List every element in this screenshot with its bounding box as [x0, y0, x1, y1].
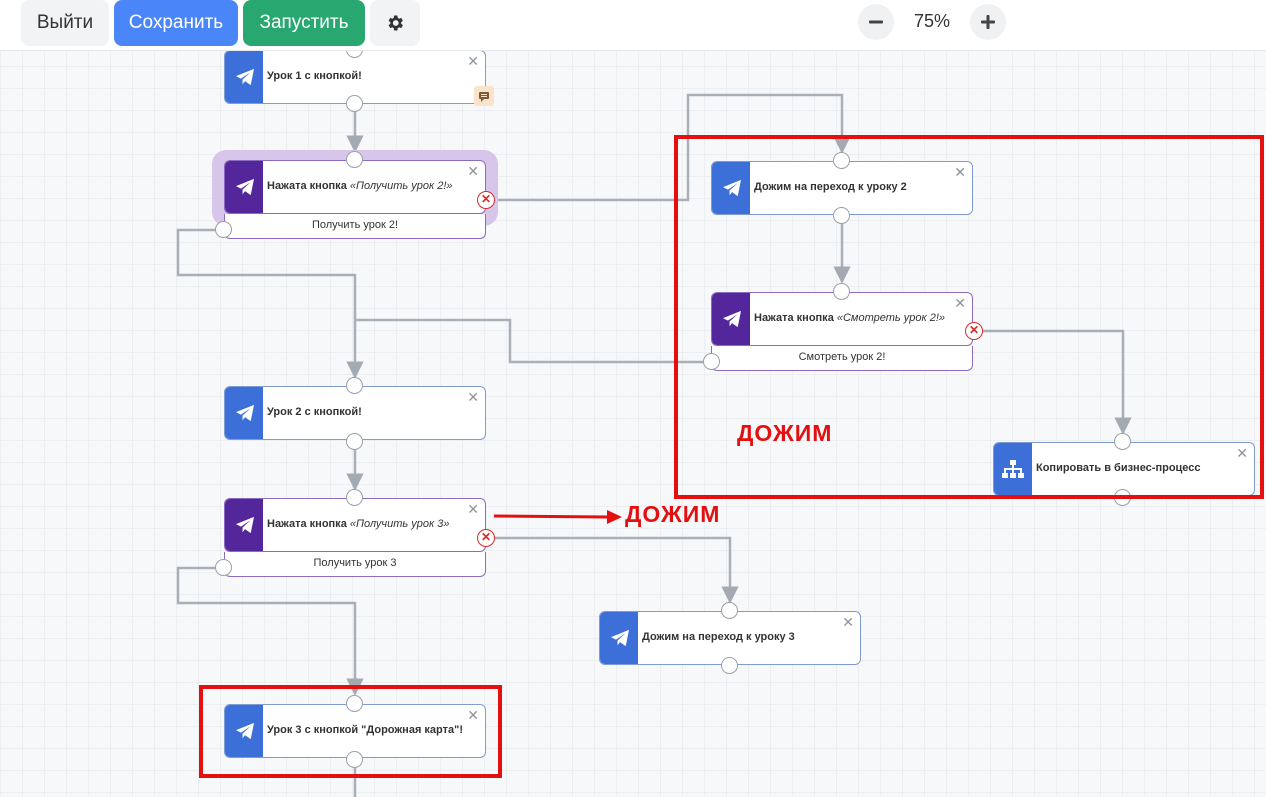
close-icon[interactable]: ✕ — [467, 53, 479, 69]
telegram-icon — [723, 310, 741, 328]
close-icon[interactable]: ✕ — [467, 501, 479, 517]
telegram-icon — [236, 404, 254, 422]
telegram-icon — [236, 178, 254, 196]
output-port[interactable] — [346, 433, 363, 450]
close-icon[interactable]: ✕ — [954, 164, 966, 180]
node-title: Урок 3 с кнопкой "Дорожная карта"! — [267, 724, 463, 736]
node-title: Нажата кнопка «Получить урок 3» — [267, 518, 450, 530]
wire-get3-to-lesson3 — [176, 566, 364, 696]
telegram-icon — [611, 629, 629, 647]
exit-button[interactable]: Выйти — [21, 0, 109, 46]
save-button[interactable]: Сохранить — [114, 0, 238, 46]
gear-icon — [388, 15, 403, 31]
node-lesson3[interactable]: Урок 3 с кнопкой "Дорожная карта"! ✕ — [224, 704, 486, 758]
button-output-port[interactable] — [215, 559, 232, 576]
input-port[interactable] — [346, 377, 363, 394]
input-port[interactable] — [346, 489, 363, 506]
settings-button[interactable] — [370, 0, 420, 46]
run-button[interactable]: Запустить — [243, 0, 365, 46]
node-pressed-get-lesson2[interactable]: Нажата кнопка «Получить урок 2!» ✕ — [224, 160, 486, 214]
close-icon[interactable]: ✕ — [467, 707, 479, 723]
node-title: Копировать в бизнес-процесс — [1036, 462, 1201, 474]
wire-watch2-fail-to-copy — [975, 329, 1132, 435]
comment-icon[interactable] — [474, 86, 494, 106]
button-output-port[interactable] — [215, 221, 232, 238]
input-port[interactable] — [1114, 433, 1131, 450]
node-copy-business-process[interactable]: Копировать в бизнес-процесс ✕ — [993, 442, 1255, 496]
wire-pressed2-fail-to-nudge2 — [487, 93, 851, 202]
wire-get2-to-lesson2 — [176, 228, 364, 379]
minus-icon — [869, 20, 883, 24]
plus-icon — [981, 15, 995, 29]
output-port[interactable] — [346, 751, 363, 768]
output-port[interactable] — [721, 657, 738, 674]
annotation-label-arrow: ДОЖИМ — [625, 501, 721, 527]
telegram-icon — [236, 722, 254, 740]
zoom-level: 75% — [913, 11, 951, 31]
close-icon[interactable]: ✕ — [467, 163, 479, 179]
node-title: Дожим на переход к уроку 3 — [642, 631, 795, 643]
close-icon[interactable]: ✕ — [954, 295, 966, 311]
fail-port[interactable]: ✕ — [965, 322, 983, 340]
node-button-row: Получить урок 3 — [224, 552, 486, 577]
zoom-in-button[interactable] — [970, 4, 1006, 40]
input-port[interactable] — [833, 283, 850, 300]
input-port[interactable] — [346, 695, 363, 712]
telegram-icon — [723, 179, 741, 197]
output-port[interactable] — [1114, 489, 1131, 506]
node-lesson2[interactable]: Урок 2 с кнопкой! ✕ — [224, 386, 486, 440]
close-icon[interactable]: ✕ — [467, 389, 479, 405]
close-icon[interactable]: ✕ — [1236, 445, 1248, 461]
wire-pressed3-fail-to-nudge3 — [487, 536, 739, 604]
input-port[interactable] — [346, 151, 363, 168]
node-pressed-get-lesson3[interactable]: Нажата кнопка «Получить урок 3» ✕ — [224, 498, 486, 552]
toolbar: Выйти Сохранить Запустить 75% — [0, 0, 1266, 51]
node-nudge-lesson3[interactable]: Дожим на переход к уроку 3 ✕ — [599, 611, 861, 665]
close-icon[interactable]: ✕ — [842, 614, 854, 630]
fail-port[interactable]: ✕ — [477, 529, 495, 547]
node-title: Урок 1 с кнопкой! — [267, 70, 362, 82]
node-title: Нажата кнопка «Смотреть урок 2!» — [754, 312, 946, 324]
telegram-icon — [236, 68, 254, 86]
node-title: Урок 2 с кнопкой! — [267, 406, 362, 418]
zoom-out-button[interactable] — [858, 4, 894, 40]
wire-watch2-to-lesson2 — [355, 318, 712, 364]
button-output-port[interactable] — [703, 353, 720, 370]
node-button-row: Смотреть урок 2! — [711, 346, 973, 371]
node-title: Дожим на переход к уроку 2 — [754, 181, 907, 193]
output-port[interactable] — [833, 207, 850, 224]
node-pressed-watch-lesson2[interactable]: Нажата кнопка «Смотреть урок 2!» ✕ — [711, 292, 973, 346]
input-port[interactable] — [833, 152, 850, 169]
sitemap-icon — [1002, 460, 1024, 478]
telegram-icon — [236, 516, 254, 534]
output-port[interactable] — [346, 95, 363, 112]
annotation-label-box: ДОЖИМ — [737, 420, 833, 446]
fail-port[interactable]: ✕ — [477, 191, 495, 209]
input-port[interactable] — [721, 602, 738, 619]
node-button-row: Получить урок 2! — [224, 214, 486, 239]
node-title: Нажата кнопка «Получить урок 2!» — [267, 180, 453, 192]
